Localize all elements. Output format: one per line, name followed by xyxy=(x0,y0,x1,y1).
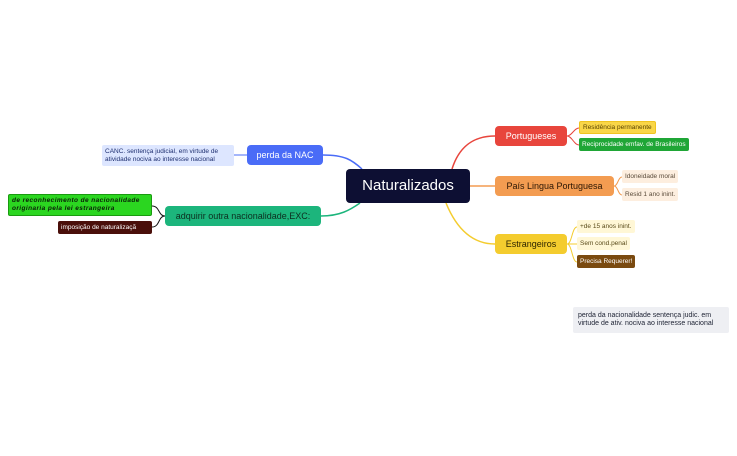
leaf-resid-1-ano[interactable]: Resid 1 ano inint. xyxy=(622,188,679,201)
leaf-reciprocidade[interactable]: Reciprocidade emfav. de Brasileiros xyxy=(579,138,689,151)
central-topic[interactable]: Naturalizados xyxy=(346,169,470,203)
branch-perda-nac[interactable]: perda da NAC xyxy=(247,145,323,165)
branch-portugueses[interactable]: Portugueses xyxy=(495,126,567,146)
leaf-idoneidade-moral[interactable]: Idoneidade moral xyxy=(622,170,679,183)
branch-adquirir[interactable]: adquirir outra nacionalidade,EXC: xyxy=(165,206,321,226)
leaf-15-anos[interactable]: +de 15 anos inint. xyxy=(577,220,635,233)
leaf-residencia-permanente[interactable]: Residência permanente xyxy=(579,121,656,134)
leaf-imposicao[interactable]: imposição de naturalizaçã xyxy=(58,221,152,234)
branch-estrangeiros[interactable]: Estrangeiros xyxy=(495,234,567,254)
branch-pais-lingua[interactable]: País Lingua Portuguesa xyxy=(495,176,614,196)
floating-note[interactable]: perda da nacionalidade sentença judic. e… xyxy=(573,307,729,333)
link-portugueses xyxy=(451,135,496,170)
link-perda-nac xyxy=(322,154,363,170)
leaf-canc-sentenca[interactable]: CANC. sentença judicial, em virtude de a… xyxy=(102,145,234,166)
leaf-reconhecimento[interactable]: de reconhecimento de nacionalidade origi… xyxy=(8,194,152,216)
link-adquirir xyxy=(320,202,361,217)
leaf-precisa-requerer[interactable]: Precisa Requerer! xyxy=(577,255,636,268)
leaf-sem-cond-penal[interactable]: Sem cond.penal xyxy=(577,237,630,250)
link-estrangeiros xyxy=(445,202,496,245)
